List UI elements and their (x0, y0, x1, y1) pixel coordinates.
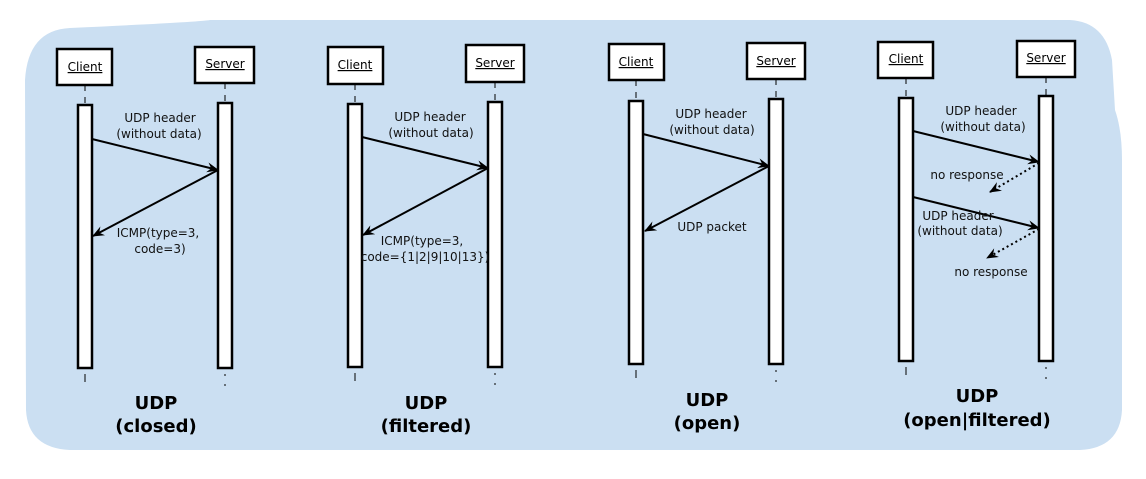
client-box (607, 42, 666, 82)
request-arrow (361, 136, 489, 171)
server-box (193, 45, 256, 85)
client-activation (897, 96, 915, 363)
server-activation (216, 101, 234, 370)
panel-subtitle: (closed) (115, 416, 196, 437)
server-activation (1037, 94, 1055, 363)
client-activation (627, 99, 645, 366)
background-panel (25, 20, 1122, 450)
client-box (55, 47, 114, 87)
client-activation (76, 103, 94, 370)
panel-udp-open: Client Server UDP header (without data) … (607, 41, 807, 434)
panel-title: UDP (405, 393, 448, 414)
server-box (1015, 39, 1077, 79)
client-label: Client (338, 58, 373, 72)
panel-title: UDP (956, 386, 999, 407)
client-activation (346, 102, 364, 369)
message-label: (without data) (388, 126, 473, 140)
request-arrow-2 (912, 196, 1040, 231)
server-label: Server (205, 57, 244, 71)
panel-udp-filtered: Client Server UDP header (without data) … (326, 43, 526, 437)
message-label: UDP header (124, 111, 195, 125)
reply-label: code={1|2|9|10|13}) (361, 250, 490, 264)
server-activation (486, 100, 504, 369)
message-label: UDP header (394, 110, 465, 124)
message-label: UDP header (922, 209, 993, 223)
reply-arrow (644, 165, 770, 232)
message-label: (without data) (940, 120, 1025, 134)
server-activation (767, 97, 785, 366)
panel-udp-closed: Client Server UDP header (without data) … (55, 45, 256, 437)
server-box (745, 41, 807, 81)
client-label: Client (889, 52, 924, 66)
client-label: Client (619, 55, 654, 69)
message-label: UDP header (675, 107, 746, 121)
panel-subtitle: (filtered) (381, 416, 472, 437)
server-label: Server (1026, 51, 1065, 65)
reply-arrow (362, 167, 489, 236)
server-box (464, 43, 526, 84)
reply-label: ICMP(type=3, (117, 226, 200, 240)
no-response-label: no response (930, 168, 1003, 182)
request-arrow (91, 138, 219, 173)
reply-label: ICMP(type=3, (381, 234, 464, 248)
panel-udp-open-filtered: Client Server UDP header (without data) … (876, 39, 1077, 431)
client-label: Client (68, 60, 103, 74)
message-label: (without data) (116, 127, 201, 141)
client-box (326, 45, 385, 86)
reply-label: code=3) (134, 242, 185, 256)
panel-title: UDP (686, 390, 729, 411)
message-label: UDP header (945, 104, 1016, 118)
server-label: Server (756, 54, 795, 68)
client-box (876, 40, 935, 80)
panel-subtitle: (open) (674, 413, 741, 434)
no-response-label: no response (954, 265, 1027, 279)
panel-subtitle: (open|filtered) (903, 410, 1051, 431)
server-label: Server (475, 56, 514, 70)
request-arrow (642, 133, 770, 169)
reply-arrow (92, 169, 219, 237)
request-arrow-1 (912, 130, 1040, 165)
message-label: (without data) (917, 224, 1002, 238)
panel-title: UDP (135, 393, 178, 414)
message-label: (without data) (669, 123, 754, 137)
reply-label: UDP packet (677, 220, 747, 234)
